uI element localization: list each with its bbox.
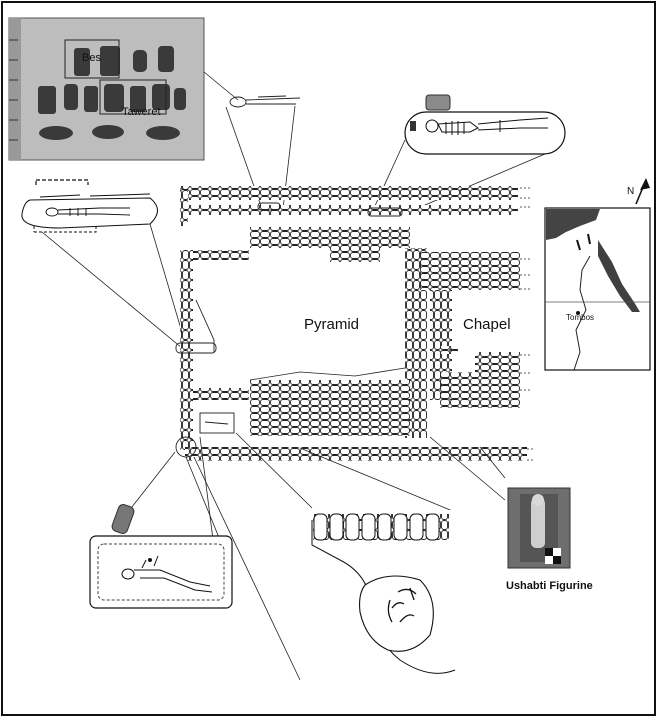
- tombos-site-marker: [576, 311, 580, 315]
- north-label: N: [627, 186, 635, 197]
- ushabti-figurine-caption: Ushabti Figurine: [506, 580, 593, 592]
- pyramid-label: Pyramid: [304, 316, 360, 333]
- tomb-walls: [175, 186, 535, 461]
- lower-left-burial-callout: [89, 504, 233, 609]
- left-burial-callout: [21, 179, 158, 233]
- taweret-highlight-box: [99, 79, 167, 115]
- north-arrow-icon: [635, 178, 650, 205]
- lower-center-pit-callout: [300, 510, 456, 682]
- upper-burial-sketch: [229, 95, 301, 108]
- tombos-map-label: Tombos: [566, 313, 595, 322]
- upper-right-burial-callout: [404, 94, 566, 155]
- upper-enclosure-wall: [180, 186, 518, 200]
- lower-enclosure-wall: [185, 447, 527, 461]
- bes-highlight-box: [64, 39, 120, 79]
- bes-label: Bes: [82, 52, 101, 64]
- taweret-label: Taweret: [122, 106, 161, 118]
- location-map-inset: [544, 207, 651, 371]
- west-enclosure-wall: [180, 250, 193, 450]
- pyramid-base-bricks: [250, 380, 410, 436]
- scale-bar-icon: [35, 179, 89, 185]
- chapel-walls: [420, 252, 520, 290]
- ushabti-photo: [507, 487, 571, 569]
- amulet-photo: [8, 17, 205, 161]
- chapel-label: Chapel: [463, 316, 511, 333]
